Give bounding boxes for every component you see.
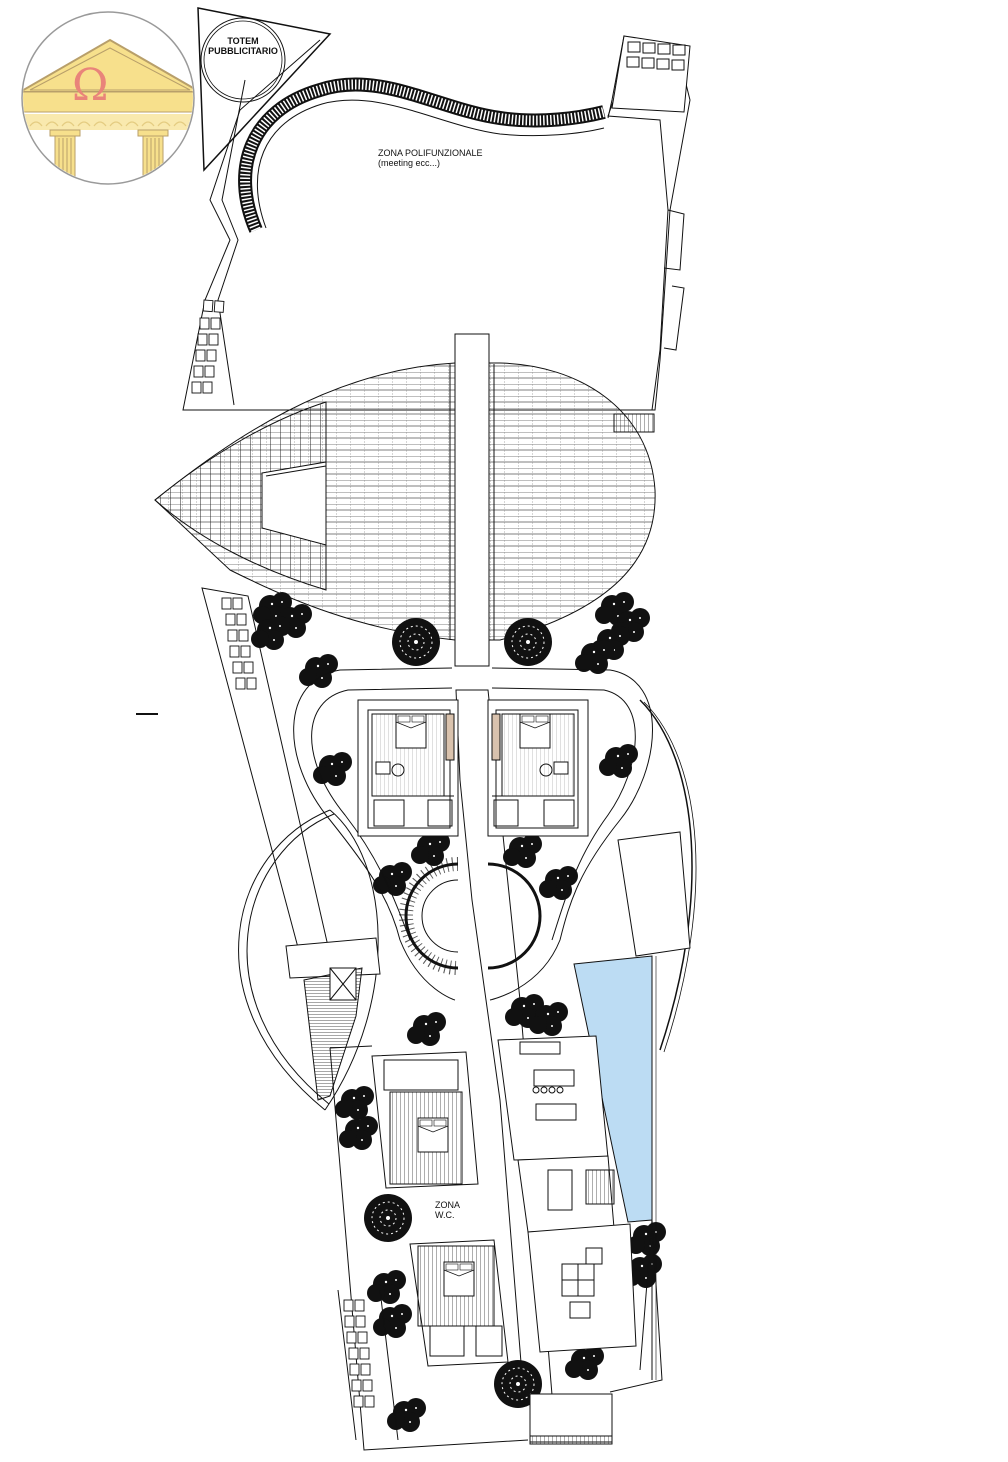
pool — [573, 831, 691, 1380]
garden-paths — [293, 667, 697, 1053]
zona-wc-label: ZONA W.C. — [435, 1200, 460, 1221]
circular-stair — [399, 857, 542, 975]
totem-label-line1: TOTEM — [227, 36, 259, 46]
curved-walkway — [238, 77, 606, 233]
omega-symbol: Ω — [72, 60, 108, 111]
elliptical-terrace — [154, 362, 656, 641]
parking-left-upper — [136, 587, 331, 956]
kitchen-dining-block — [497, 1035, 637, 1353]
zona-wc-line1: ZONA — [435, 1200, 461, 1210]
zona-polifunzionale-label: ZONA POLIFUNZIONALE (meeting ecc...) — [378, 148, 483, 169]
zona-polifunzionale-title: ZONA POLIFUNZIONALE — [378, 148, 483, 158]
twin-suites — [357, 699, 589, 837]
leaf-stair-pavilion — [238, 809, 381, 1111]
polifunzionale-zone — [182, 35, 691, 411]
parking-left-lower — [337, 1289, 399, 1441]
lower-bedrooms — [329, 1045, 663, 1451]
zona-polifunzionale-subtitle: (meeting ecc...) — [378, 158, 441, 169]
totem-label: TOTEM PUBBLICITARIO — [204, 36, 282, 57]
totem-label-line2: PUBBLICITARIO — [208, 46, 278, 57]
zona-wc-line2: W.C. — [435, 1210, 455, 1221]
omega-temple-logo: Ω — [21, 11, 195, 185]
